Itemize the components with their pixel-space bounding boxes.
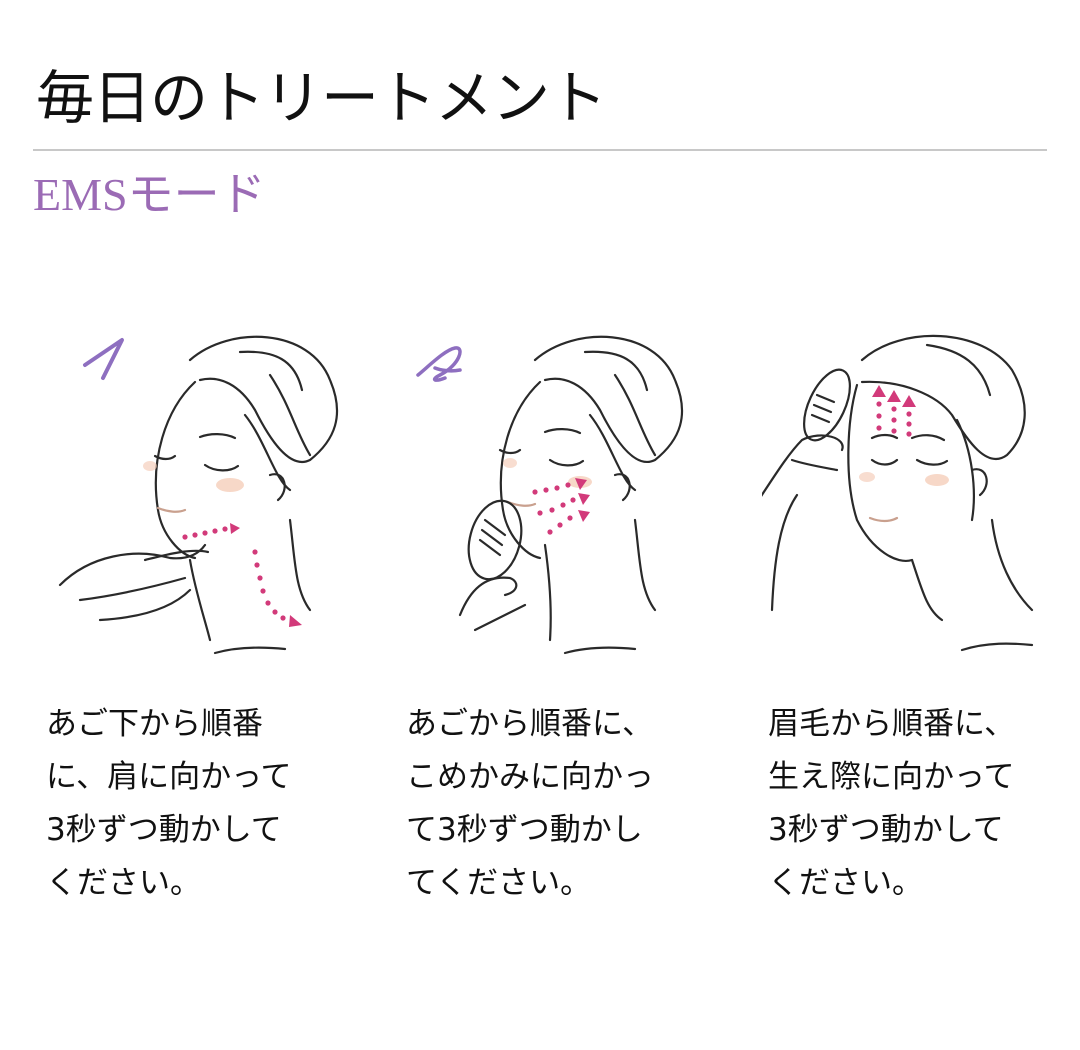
page-title: 毎日のトリートメント <box>36 64 607 132</box>
step-2: あごから順番に、 こめかみに向かっ て3秒ずつ動かし てください。 <box>400 320 760 920</box>
step-3-instruction: 眉毛から順番に、 生え際に向かって 3秒ずつ動かして ください。 <box>768 706 1016 901</box>
step-number-1-icon <box>83 338 124 380</box>
mode-subtitle: EMSモード <box>33 169 266 220</box>
forehead-treatment-illustration <box>762 320 1080 665</box>
step-2-instruction: あごから順番に、 こめかみに向かっ て3秒ずつ動かし てください。 <box>406 706 654 901</box>
neck-treatment-illustration <box>40 320 400 665</box>
step-1: あご下から順番 に、肩に向かって 3秒ずつ動かして ください。 <box>40 320 400 920</box>
step-1-instruction: あご下から順番 に、肩に向かって 3秒ずつ動かして ください。 <box>46 706 292 901</box>
step-number-2-icon <box>416 346 462 382</box>
jaw-treatment-illustration <box>400 320 760 665</box>
title-divider <box>33 149 1047 151</box>
step-3: 眉毛から順番に、 生え際に向かって 3秒ずつ動かして ください。 <box>762 320 1080 920</box>
